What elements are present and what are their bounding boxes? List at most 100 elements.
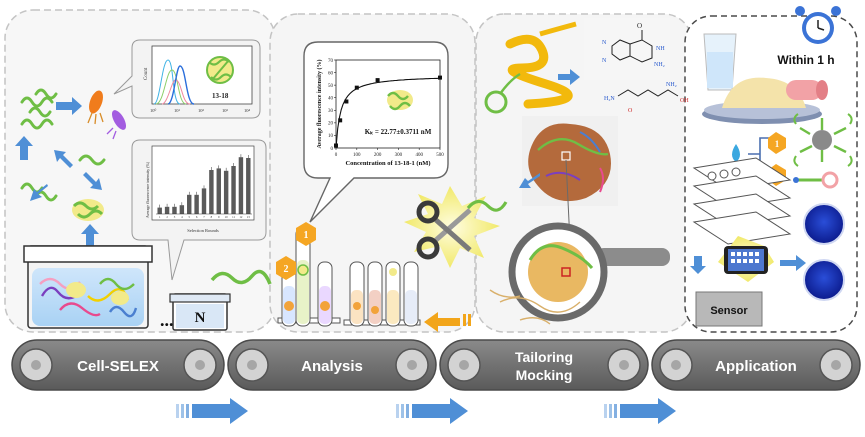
- arrow-icon: [558, 69, 580, 85]
- bar: [201, 188, 207, 214]
- flow-histograms: [153, 59, 195, 105]
- data-point: [438, 75, 442, 80]
- bar: [157, 207, 162, 214]
- guanine-molecule-icon: O NH NH₂ N N: [584, 18, 670, 80]
- magnifier-icon: [489, 222, 670, 325]
- bar-tick-label: 7: [203, 215, 205, 219]
- sensor-label: Sensor: [710, 305, 748, 317]
- data-point: [334, 143, 338, 148]
- conveyor-belt-2: Analysis: [227, 339, 437, 391]
- round-n-label: N: [195, 310, 206, 326]
- water-glass-icon: [703, 33, 737, 91]
- badge-1-label: 1: [304, 230, 309, 241]
- progress-arrow-1: [176, 398, 248, 424]
- bar-tick-label: 8: [211, 215, 213, 219]
- fit-curve: [335, 77, 440, 149]
- selex-aptamer-pool: [20, 88, 106, 202]
- app-badge-1-icon: 1: [768, 132, 786, 154]
- bar-tick-label: 6: [196, 215, 198, 219]
- tailored-aptamer-strand: [466, 199, 508, 212]
- svg-text:NH₂: NH₂: [654, 62, 665, 68]
- glutamine-molecule-icon: H₂N NH₂ OH O: [604, 82, 689, 114]
- smartphone-icon: [724, 246, 768, 274]
- x-tick-label: 500: [436, 153, 444, 158]
- y-axis-label: Average fluorescence intensity (%): [316, 60, 323, 149]
- x-tick-label: 200: [374, 153, 382, 158]
- conveyor-belt-1: Cell-SELEX: [11, 339, 225, 391]
- bar-chart-ylabel: Average fluorescence intensity (%): [145, 161, 150, 218]
- arrow-icon: [780, 255, 806, 271]
- y-tick-label: 20: [328, 122, 334, 127]
- x-tick-label: 0: [335, 153, 338, 158]
- svg-text:H₂N: H₂N: [604, 96, 615, 102]
- stage-label: Application: [715, 358, 797, 375]
- svg-text:N: N: [602, 58, 607, 64]
- selex-incubation-tank: [23, 245, 153, 329]
- kd-annotation: Kₖ = 22.77±0.3711 nM: [365, 128, 432, 136]
- selected-aptamer-strand: [210, 269, 272, 285]
- stage-label: Cell-SELEX: [77, 358, 159, 375]
- selex-round-n-container: N: [169, 293, 231, 331]
- bar-tick-label: 5: [188, 215, 190, 219]
- scissors-icon: [416, 200, 472, 260]
- droplet-icon: [732, 144, 740, 162]
- bar: [238, 157, 244, 214]
- y-tick-label: 70: [328, 59, 334, 64]
- selex-target-cell-icon: [72, 199, 104, 221]
- svg-text:OH: OH: [680, 98, 689, 104]
- bar-tick-label: 3: [174, 215, 176, 219]
- bar-tick-label: 11: [232, 215, 235, 219]
- timer-text: Within 1 h: [777, 53, 834, 67]
- alarm-clock-icon: [795, 6, 841, 44]
- bar: [172, 206, 177, 214]
- result-dish-icon: [803, 203, 845, 301]
- progress-arrow-2: [396, 398, 468, 424]
- flow-tag: 13-18: [212, 92, 229, 100]
- x-tick-label: 400: [415, 153, 423, 158]
- svg-text:NH₂: NH₂: [666, 82, 677, 88]
- bar-chart-xlabel: Selection Rounds: [187, 228, 219, 233]
- flow-plot-frame: [151, 45, 253, 105]
- docking-complex-icon: [522, 116, 618, 243]
- paper-device-layers-icon: [692, 157, 792, 245]
- bar-tick-label: 2: [166, 215, 168, 219]
- y-tick-label: 0: [331, 147, 334, 152]
- flow-xtick: 10⁴: [244, 108, 251, 113]
- return-arrow-icon: [424, 312, 460, 332]
- bar: [187, 194, 192, 214]
- svg-text:O: O: [628, 108, 633, 114]
- svg-text:O: O: [637, 22, 642, 30]
- bar: [194, 194, 199, 214]
- bar: [216, 168, 221, 214]
- bar: [179, 205, 185, 214]
- binding-curve-bubble: [303, 41, 449, 223]
- probe-icon: [793, 171, 839, 189]
- app-badge-1-label: 1: [775, 139, 780, 149]
- bar: [223, 170, 229, 214]
- bar-tick-label: 4: [181, 215, 183, 219]
- food-sample-icon: [702, 77, 828, 124]
- y-tick-label: 60: [328, 71, 334, 76]
- bar-tick-label: 12: [239, 215, 243, 219]
- y-tick-label: 30: [328, 109, 334, 114]
- arrow-icon: [690, 256, 706, 274]
- protein-helix-icon: [484, 21, 577, 114]
- y-tick-label: 50: [328, 84, 334, 89]
- pool-ellipsis: ...: [160, 310, 174, 330]
- bar: [231, 166, 236, 214]
- progress-arrow-3: [604, 398, 676, 424]
- aptamer-cell-icon: [387, 90, 413, 111]
- sample-tubes-rack-2: [343, 261, 421, 327]
- badge-2-label: 2: [284, 264, 289, 275]
- x-tick-label: 300: [395, 153, 403, 158]
- y-tick-label: 10: [328, 134, 334, 139]
- flow-xtick: 10³: [222, 108, 229, 113]
- stage-label: Tailoring: [515, 349, 573, 365]
- y-tick-label: 40: [328, 97, 334, 102]
- sensor-device: Sensor: [695, 291, 763, 327]
- flow-xticks: 10⁰ 10¹ 10² 10³ 10⁴: [150, 108, 251, 113]
- bar-tick-label: 1: [159, 215, 161, 219]
